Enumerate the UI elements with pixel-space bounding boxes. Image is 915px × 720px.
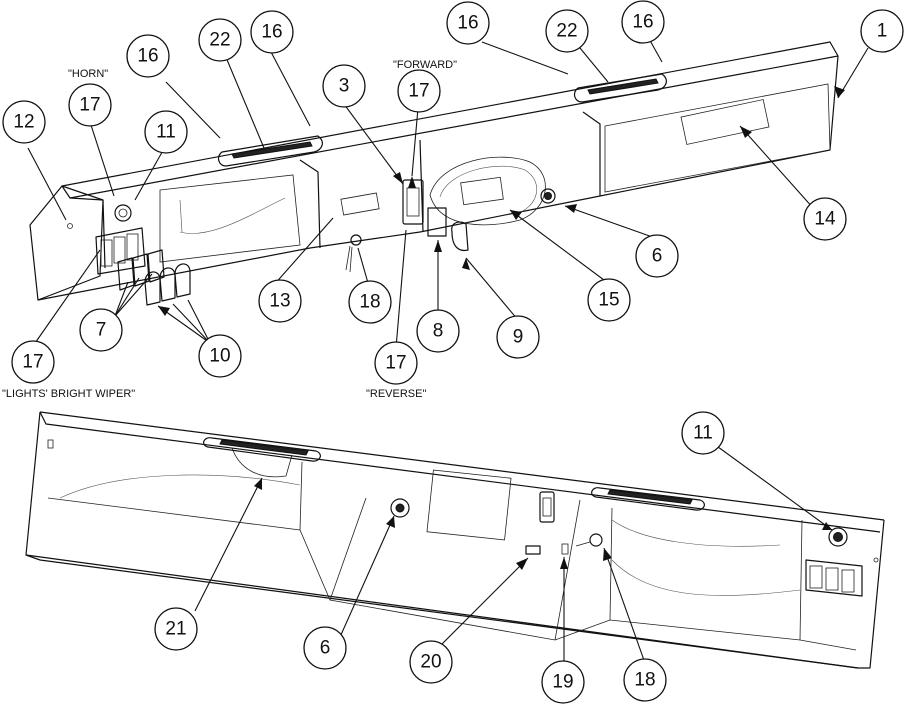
caption-forward: "FORWARD" [393,59,457,71]
caption-lights-bright-wiper: "LIGHTS' BRIGHT WIPER" [2,388,135,400]
callout-15-label: 15 [598,290,619,311]
callout-1: 1 [860,9,904,53]
callout-6-lower: 6 [303,626,347,670]
callout-22-label: 22 [209,30,230,51]
callout-15: 15 [587,278,631,322]
caption-reverse: "REVERSE" [366,388,426,400]
callout-22b: 22 [198,18,242,62]
caption-horn: "HORN" [68,68,108,80]
callout-21: 21 [154,607,198,651]
callout-16c: 16 [126,34,170,78]
callout-18-label: 18 [634,670,655,691]
callout-11-label: 11 [693,423,713,444]
callout-18-upper: 18 [348,280,392,324]
dash-panel-rear-view [25,411,885,669]
callout-12-label: 12 [13,112,34,133]
callout-19-label: 19 [552,672,573,693]
callout-18-lower: 18 [623,658,667,702]
callout-10-label: 10 [209,346,230,367]
callout-8: 8 [416,309,460,353]
callout-17-forward: 17 [397,69,441,113]
dash-panel-front-view [29,41,839,306]
callout-11-label: 11 [156,122,176,143]
leader-arrowheads [158,86,845,570]
callout-17-reverse: 17 [374,341,418,385]
callout-6-upper: 6 [635,234,679,278]
callout-3-label: 3 [339,76,350,97]
callout-17-label: 17 [22,352,43,373]
callout-11-lower: 11 [681,411,725,455]
callout-22-label: 22 [556,21,577,42]
callout-9: 9 [496,315,540,359]
callout-9-label: 9 [513,327,524,348]
callout-7: 7 [79,308,123,352]
callout-13-label: 13 [269,291,290,312]
callout-17-label: 17 [408,81,429,102]
callout-6-label: 6 [320,638,331,659]
callout-6-label: 6 [652,246,663,267]
callout-11-upper: 11 [144,110,188,154]
callout-16d: 16 [250,10,294,54]
callout-16b: 16 [621,0,665,44]
callout-3: 3 [322,64,366,108]
callout-16-label: 16 [632,12,653,33]
callout-20: 20 [409,640,453,684]
callout-13: 13 [258,279,302,323]
callout-22a: 22 [545,9,589,53]
callout-16-label: 16 [137,46,158,67]
callout-18-label: 18 [359,292,380,313]
callout-19: 19 [541,660,585,704]
callout-21-label: 21 [165,619,186,640]
callout-16a: 16 [446,1,490,45]
callout-7-label: 7 [96,320,107,341]
callout-20-label: 20 [420,652,441,673]
callout-14-label: 14 [814,209,836,230]
callout-14: 14 [803,197,847,241]
callout-12: 12 [2,100,46,144]
callout-1-label: 1 [877,21,888,42]
callout-10: 10 [198,334,242,378]
callout-17-lights: 17 [11,340,55,384]
callout-17-horn: 17 [68,83,112,127]
callout-17-label: 17 [79,95,100,116]
callout-16-label: 16 [457,13,478,34]
callout-8-label: 8 [433,321,444,342]
callout-16-label: 16 [261,22,282,43]
callout-17-label: 17 [385,353,406,374]
